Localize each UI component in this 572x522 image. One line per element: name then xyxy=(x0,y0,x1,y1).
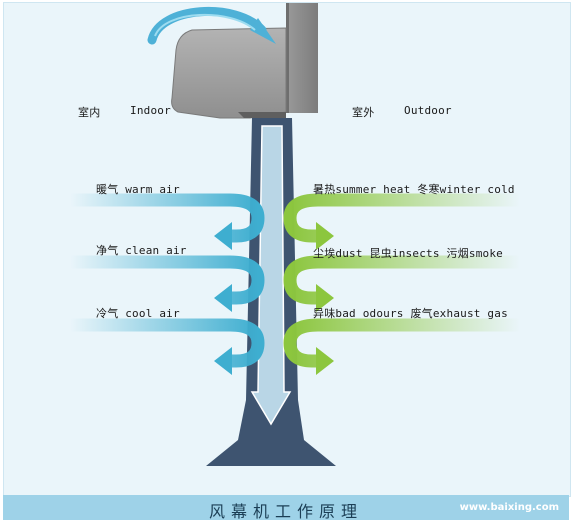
outdoor-arrow-2 xyxy=(283,255,520,312)
watermark: www.baixing.com xyxy=(459,502,559,513)
indoor-label-cn: 室内 xyxy=(78,106,101,119)
wall xyxy=(286,3,318,113)
indoor-arrow-3 xyxy=(70,318,265,375)
caption-bar: 风幕机工作原理 www.baixing.com xyxy=(3,495,569,521)
wall-edge xyxy=(286,3,289,113)
outdoor-label-cn: 室外 xyxy=(352,106,375,119)
indoor-air-label: 净气 clean air xyxy=(96,244,187,257)
indoor-air-label: 暖气 warm air xyxy=(96,183,180,196)
outdoor-air-label: 暑热summer heat 冬寒winter cold xyxy=(313,183,515,196)
indoor-arrow-1 xyxy=(70,193,265,250)
outdoor-air-label: 异味bad odours 废气exhaust gas xyxy=(313,307,508,320)
intake-arrowhead xyxy=(250,18,276,44)
outdoor-label-en: Outdoor xyxy=(404,104,452,117)
outdoor-arrow-1 xyxy=(283,193,520,250)
air-curtain-machine xyxy=(171,27,287,119)
intake-arrow xyxy=(147,6,267,45)
indoor-arrow-2 xyxy=(70,255,265,312)
outdoor-air-label: 尘埃dust 昆虫insects 污烟smoke xyxy=(313,247,504,260)
indoor-air-label: 冷气 cool air xyxy=(96,307,180,320)
indoor-label-en: Indoor xyxy=(130,104,171,117)
outdoor-arrow-3 xyxy=(283,318,520,375)
machine-outlet xyxy=(238,112,286,118)
caption-title: 风幕机工作原理 xyxy=(208,502,363,521)
